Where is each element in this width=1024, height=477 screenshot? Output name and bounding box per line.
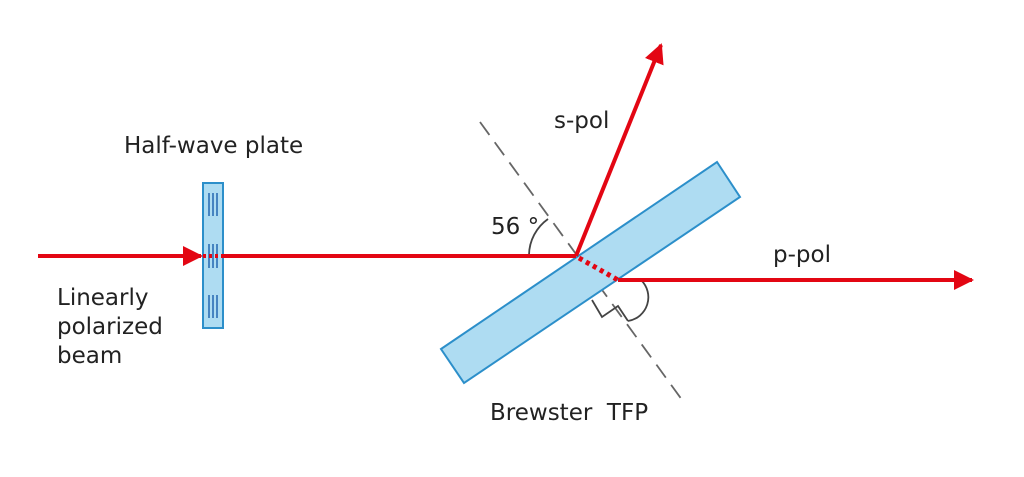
s-pol-label: s-pol [554,108,609,134]
p-pol-label: p-pol [773,242,831,268]
tfp-label: Brewster TFP [490,400,648,426]
exit-angle-arc [627,279,650,322]
right-angle-marker [591,299,629,322]
surface-normal-line [479,121,686,405]
wave-plate-hatch-bottom [208,295,218,318]
s-pol-beam [574,43,664,257]
wave-plate-hatch-top [208,193,218,216]
input-beam-label-line1: Linearly [57,285,148,311]
input-beam-label-line3: beam [57,343,122,369]
brewster-tfp-plate [439,160,742,385]
half-wave-plate-label: Half-wave plate [124,133,303,159]
angle-label: 56 ° [491,214,539,240]
input-beam-label-line2: polarized [57,314,163,340]
incidence-angle-arc [528,218,549,256]
